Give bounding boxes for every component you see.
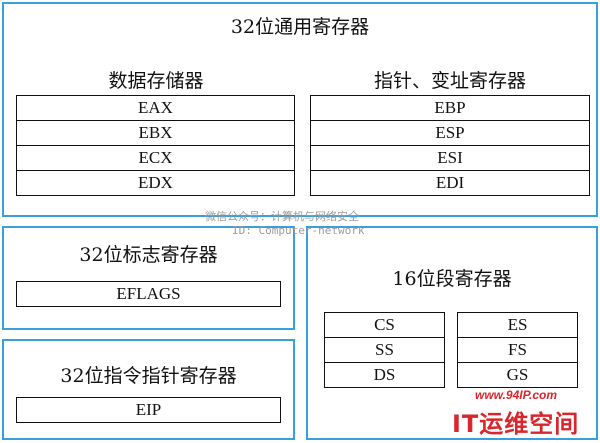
site-logo: IT运维空间 <box>452 402 598 440</box>
register-edi: EDI <box>310 170 590 196</box>
instruction-pointer-title: 32位指令指针寄存器 <box>60 365 237 387</box>
general-registers-title: 32位通用寄存器 <box>230 16 370 38</box>
register-gs: GS <box>457 362 578 388</box>
data-group-label: 数据存储器 <box>108 70 204 92</box>
logo-url: www.94IP.com <box>475 388 558 402</box>
register-ds: DS <box>324 362 445 388</box>
register-eax: EAX <box>16 95 295 121</box>
register-ecx: ECX <box>16 145 295 171</box>
logo-text: IT运维空间 <box>452 409 580 438</box>
register-fs: FS <box>457 337 578 363</box>
register-eip: EIP <box>16 397 281 423</box>
register-es: ES <box>457 312 578 338</box>
pointer-group-label: 指针、变址寄存器 <box>373 70 526 92</box>
register-eflags: EFLAGS <box>16 281 281 307</box>
watermark-line-2: ID: Computer-network <box>232 224 365 237</box>
watermark-line-1: 微信公众号：计算机与网络安全 <box>205 210 359 223</box>
register-cs: CS <box>324 312 445 338</box>
register-esp: ESP <box>310 120 590 146</box>
segment-registers-panel: 16位段寄存器 CS SS DS ES FS GS <box>306 226 598 440</box>
general-registers-panel: 32位通用寄存器 数据存储器 指针、变址寄存器 EAX EBX ECX EDX … <box>2 2 598 217</box>
register-esi: ESI <box>310 145 590 171</box>
register-ebx: EBX <box>16 120 295 146</box>
segment-registers-title: 16位段寄存器 <box>392 268 512 290</box>
register-ss: SS <box>324 337 445 363</box>
register-ebp: EBP <box>310 95 590 121</box>
instruction-pointer-panel: 32位指令指针寄存器 EIP <box>2 339 295 440</box>
flags-register-panel: 32位标志寄存器 EFLAGS <box>2 226 295 330</box>
register-edx: EDX <box>16 170 295 196</box>
flags-register-title: 32位标志寄存器 <box>79 244 218 266</box>
